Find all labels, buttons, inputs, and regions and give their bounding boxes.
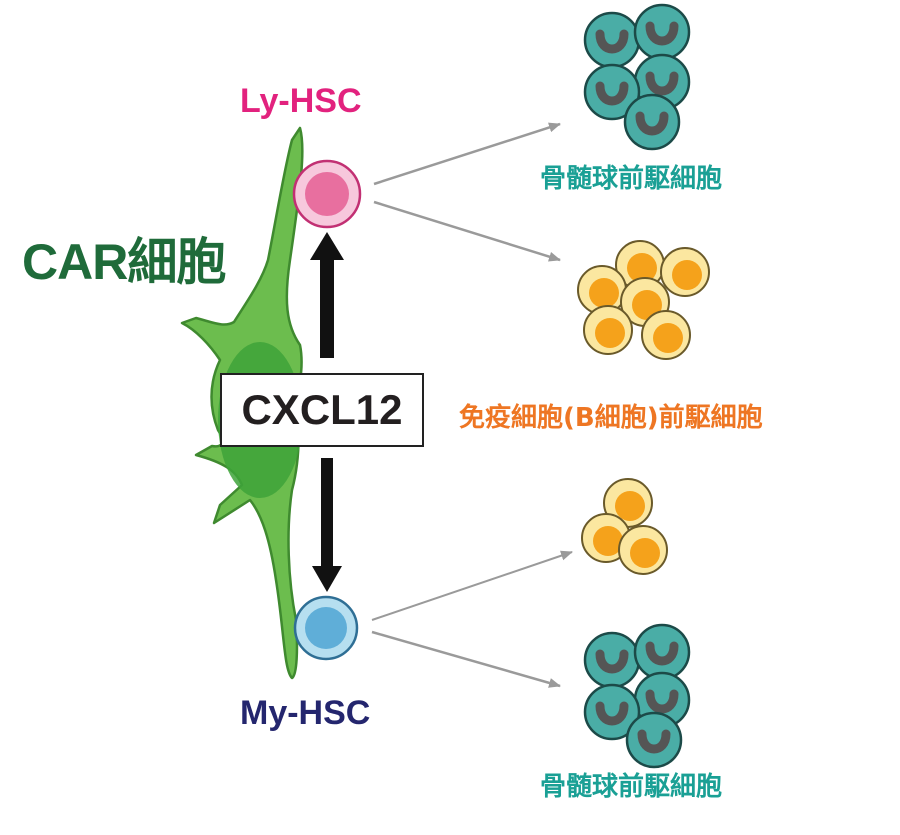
arrow-ly-to-myeloid — [373, 122, 561, 186]
bcell-cluster-bottom — [581, 478, 668, 575]
my-hsc-cell — [293, 595, 359, 661]
arrow-down-to-my — [312, 458, 342, 592]
myeloid-cluster-top — [583, 3, 691, 151]
bcell-cluster-top — [577, 240, 710, 360]
myeloid-progenitor-bottom-label: 骨髄球前駆細胞 — [540, 772, 723, 802]
myeloid-cluster-bottom — [583, 623, 691, 769]
cxcl12-box: CXCL12 — [220, 373, 424, 447]
cxcl12-label: CXCL12 — [241, 386, 403, 433]
immune-progenitor-label: 免疫細胞(B細胞)前駆細胞 — [459, 403, 763, 433]
arrow-up-to-ly — [310, 232, 344, 358]
ly-hsc-label: Ly-HSC — [240, 82, 362, 120]
myeloid-progenitor-top-label: 骨髄球前駆細胞 — [540, 164, 723, 194]
my-hsc-label: My-HSC — [240, 694, 371, 732]
arrow-my-to-bcell — [371, 550, 573, 621]
arrow-ly-to-bcell — [373, 200, 561, 262]
car-cell-label: CAR細胞 — [22, 234, 226, 290]
ly-hsc-cell — [292, 159, 362, 229]
arrow-my-to-myeloid — [371, 630, 561, 688]
